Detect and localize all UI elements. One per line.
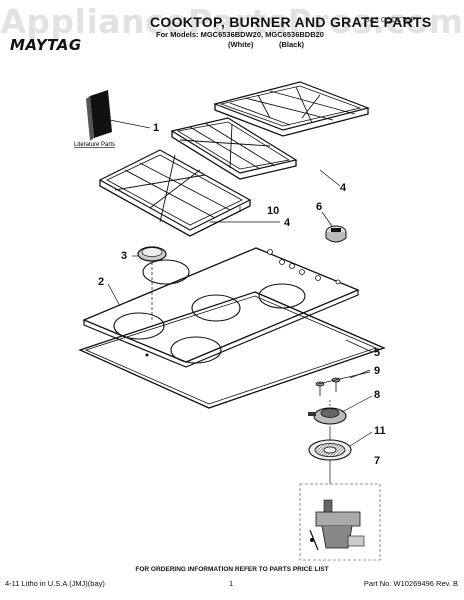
grate-middle xyxy=(170,117,298,180)
ordering-note: FOR ORDERING INFORMATION REFER TO PARTS … xyxy=(135,566,329,573)
grate-front xyxy=(98,149,252,237)
callout-3: 3 xyxy=(121,250,127,262)
screws xyxy=(315,377,341,396)
grate-rear xyxy=(213,81,370,137)
cooktop-top xyxy=(82,247,360,368)
models-line: For Models: MGC6536BDW20, MGC6536BDB20 xyxy=(156,30,324,39)
callout-9: 9 xyxy=(374,365,380,377)
literature-label: Literature Parts xyxy=(74,142,115,148)
leader-lines xyxy=(107,119,373,484)
part-number: Part No. W10269496 Rev. B xyxy=(363,579,458,588)
page-number: 1 xyxy=(229,579,234,588)
callout-5: 5 xyxy=(374,347,380,359)
callout-4-rear: 4 xyxy=(340,182,347,194)
product-label: GAS COOKTOP xyxy=(364,17,416,24)
color-white-label: (White) xyxy=(228,40,254,49)
valve-assembly xyxy=(299,483,381,561)
callout-8: 8 xyxy=(374,389,380,401)
callout-1: 1 xyxy=(153,122,159,134)
cooktop-gasket xyxy=(78,291,386,409)
callout-4-front: 4 xyxy=(284,217,291,229)
brand-logo: MAYTAG xyxy=(10,36,82,54)
burner-head xyxy=(308,439,352,461)
burner-base xyxy=(308,407,347,425)
callout-11: 11 xyxy=(374,425,386,437)
page-title: COOKTOP, BURNER AND GRATE PARTS xyxy=(150,14,432,30)
burner-cap xyxy=(137,246,167,262)
callout-2: 2 xyxy=(98,276,104,288)
color-black-label: (Black) xyxy=(279,40,305,49)
control-knob xyxy=(325,225,347,243)
callout-10: 10 xyxy=(267,205,279,217)
literature-booklet xyxy=(86,90,112,141)
callout-7: 7 xyxy=(374,455,380,467)
watermark: AppliancePartsPros.com xyxy=(0,2,464,41)
litho-note: 4-11 Litho in U.S.A (JMJ)(bay) xyxy=(5,579,105,588)
callout-6: 6 xyxy=(316,201,322,213)
